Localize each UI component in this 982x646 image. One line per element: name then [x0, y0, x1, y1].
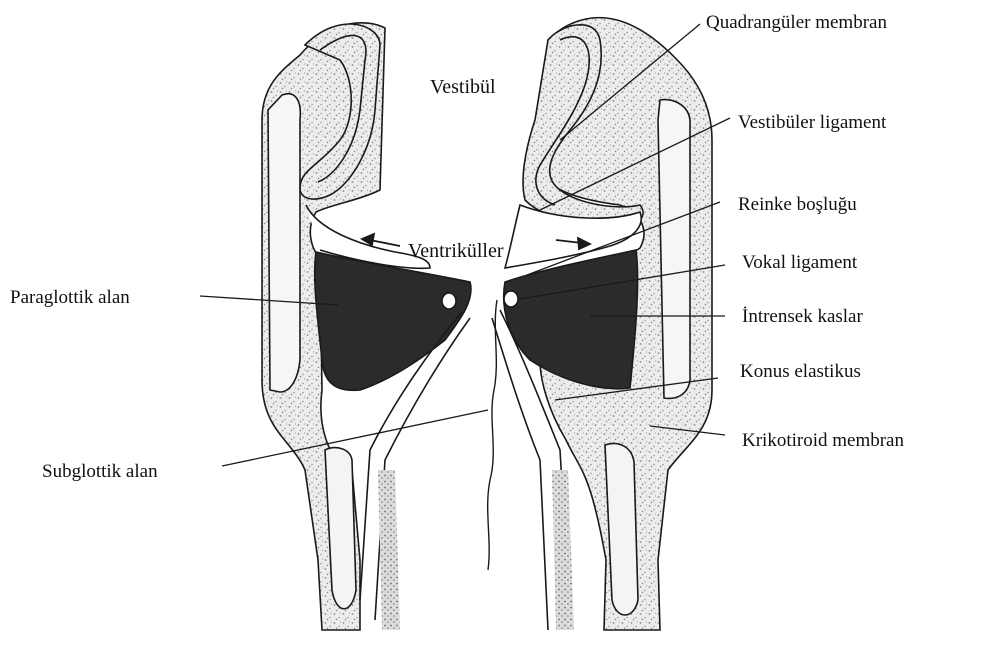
label-paraglottic-space: Paraglottik alan	[10, 287, 130, 308]
label-reinke-space: Reinke boşluğu	[738, 194, 857, 215]
label-subglottic-space: Subglottik alan	[42, 461, 158, 482]
label-vestibular-ligament: Vestibüler ligament	[738, 112, 887, 133]
label-vocal-ligament: Vokal ligament	[742, 252, 858, 273]
left-intrinsic-muscle	[315, 252, 471, 390]
left-thyroid-cartilage	[268, 94, 300, 392]
left-hemilarynx	[262, 23, 471, 630]
label-conus-elasticus: Konus elastikus	[740, 361, 861, 382]
label-intrinsic-muscles: İntrensek kaslar	[742, 306, 863, 327]
leader-subglottic-space	[222, 410, 488, 466]
right-hemilarynx	[492, 18, 712, 630]
left-vocal-ligament	[442, 293, 456, 309]
label-cricothyroid-membrane: Krikotiroid membran	[742, 430, 904, 451]
right-vocal-ligament	[504, 291, 518, 307]
label-ventricles: Ventriküller	[408, 240, 504, 262]
right-intrinsic-muscle	[504, 250, 638, 389]
subglottic-centerline	[488, 300, 497, 570]
label-quadrangular-membrane: Quadrangüler membran	[706, 12, 887, 33]
label-vestibule: Vestibül	[430, 76, 496, 98]
